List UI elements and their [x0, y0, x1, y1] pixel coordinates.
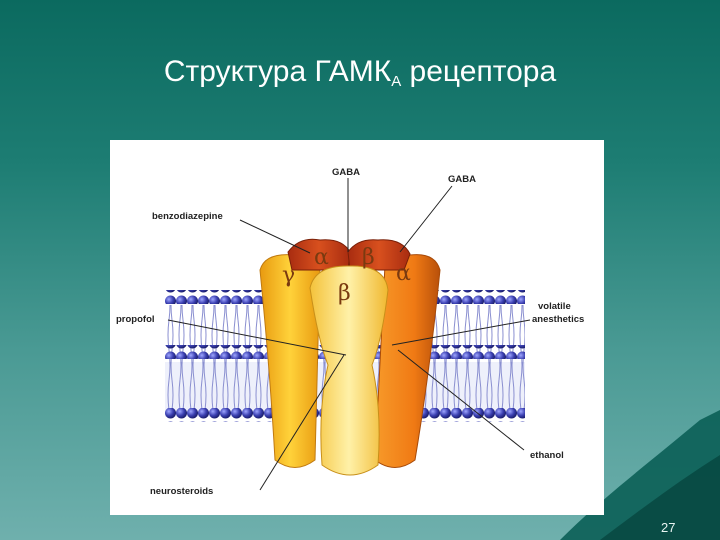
beta-back-subunit-top: [347, 239, 411, 271]
title-subscript: А: [391, 73, 402, 90]
alpha-right-letter: α: [396, 261, 411, 286]
title-tail: рецептора: [401, 55, 557, 88]
label-gaba-top: GABA: [332, 167, 360, 178]
label-neurosteroids: neurosteroids: [150, 486, 213, 497]
label-benzodiazepine: benzodiazepine: [152, 211, 223, 222]
gaba-receptor-diagram: α β γ α β GABA GABA benzodiazepine propo…: [110, 140, 604, 515]
beta-front-letter: β: [338, 281, 351, 306]
label-gaba-right: GABA: [448, 174, 476, 185]
label-anesthetics: anesthetics: [532, 314, 584, 325]
beta-front-subunit: [309, 265, 389, 476]
title-main: Структура ГАМК: [163, 55, 392, 88]
label-ethanol: ethanol: [530, 450, 564, 461]
label-volatile: volatile: [538, 301, 571, 312]
slide-title: Структура ГАМКА рецептора: [0, 55, 720, 90]
gamma-subunit: [259, 254, 321, 468]
alpha-right-subunit: [374, 254, 441, 468]
beta-back-letter: β: [362, 245, 375, 270]
label-propofol: propofol: [116, 314, 155, 325]
gamma-letter: γ: [282, 263, 295, 288]
leader-lines: [167, 178, 531, 491]
alpha-left-letter: α: [314, 245, 329, 270]
page-number: 27: [661, 520, 676, 535]
receptor-channel: [259, 238, 441, 476]
